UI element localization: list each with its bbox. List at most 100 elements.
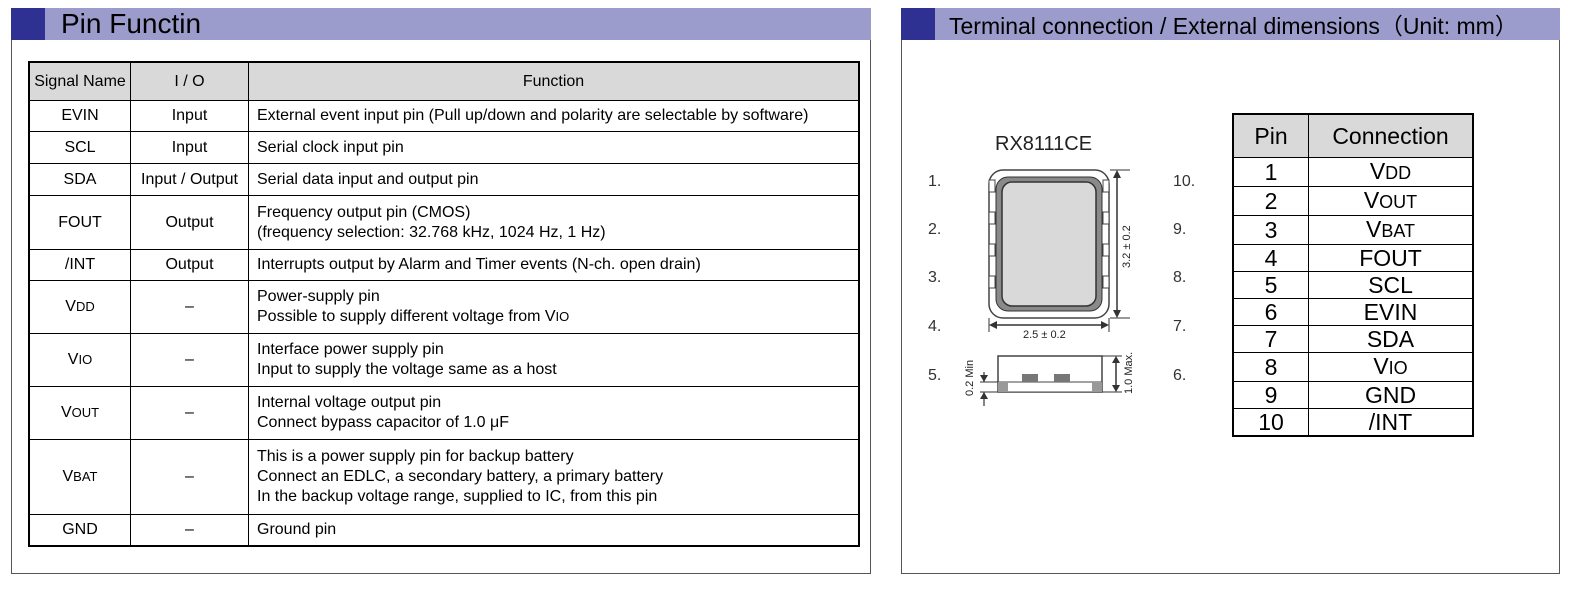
terminal-connection-panel (901, 40, 1560, 574)
table-row: GND–Ground pin (28, 514, 860, 546)
connection-cell: VOUT (1308, 186, 1474, 216)
pin-number-cell: 2 (1232, 186, 1309, 216)
pin-number-cell: 1 (1232, 157, 1309, 187)
connection-cell: VBAT (1308, 215, 1474, 245)
function-line: Serial data input and output pin (257, 170, 479, 188)
function-cell: External event input pin (Pull up/down a… (248, 100, 860, 132)
right-pin-number: 7. (1173, 318, 1187, 335)
width-dimension: 2.5 ± 0.2 (1023, 329, 1066, 341)
connection-cell: SCL (1308, 271, 1474, 299)
header-accent (11, 8, 45, 40)
connection-cell: FOUT (1308, 244, 1474, 272)
connection-cell: VDD (1308, 157, 1474, 187)
connection-cell: VIO (1308, 352, 1474, 382)
function-line: Input to supply the voltage same as a ho… (257, 361, 557, 378)
column-header: I / O (130, 61, 249, 101)
header-accent (901, 8, 935, 40)
function-line: Possible to supply different voltage fro… (257, 308, 570, 325)
io-cell: Output (130, 195, 249, 250)
function-line: (frequency selection: 32.768 kHz, 1024 H… (257, 223, 606, 241)
pin-number-cell: 4 (1232, 244, 1309, 272)
pin-number-cell: 9 (1232, 381, 1309, 409)
column-header: Connection (1308, 113, 1474, 158)
function-line: This is a power supply pin for backup ba… (257, 448, 574, 465)
io-cell: Input / Output (130, 163, 249, 196)
io-cell: – (130, 280, 249, 334)
function-line: Interface power supply pin (257, 341, 444, 358)
left-pin-number: 3. (928, 269, 942, 286)
io-cell: Input (130, 100, 249, 132)
connection-cell: EVIN (1308, 298, 1474, 326)
signal-name-cell: VDD (28, 280, 131, 334)
signal-name-cell: VOUT (28, 386, 131, 440)
pin-number-cell: 6 (1232, 298, 1309, 326)
pin-function-panel (11, 40, 871, 574)
function-cell: Ground pin (248, 514, 860, 546)
function-line: Power-supply pin (257, 288, 380, 305)
signal-name-cell: EVIN (28, 100, 131, 132)
io-cell: Input (130, 131, 249, 164)
terminal-connection-header: Terminal connection / External dimension… (901, 8, 1560, 40)
io-cell: Output (130, 249, 249, 281)
thickness-dimension: 1.0 Max. (1123, 351, 1135, 394)
table-header-row: Signal Name I / O Function (28, 61, 860, 101)
function-line: Internal voltage output pin (257, 394, 442, 411)
right-pin-number: 6. (1173, 367, 1187, 384)
signal-name-cell: GND (28, 514, 131, 546)
function-cell: Serial data input and output pin (248, 163, 860, 196)
pin-number-cell: 7 (1232, 325, 1309, 353)
package-drawing (980, 169, 1130, 406)
signal-name-cell: FOUT (28, 195, 131, 250)
pin-number-cell: 3 (1232, 215, 1309, 245)
signal-name-cell: /INT (28, 249, 131, 281)
package-lid (1001, 181, 1097, 307)
table-row: VBAT–This is a power supply pin for back… (28, 439, 860, 515)
column-header: Signal Name (28, 61, 131, 101)
section-title: Pin Functin (61, 8, 202, 39)
signal-name-cell: SDA (28, 163, 131, 196)
right-pin-number: 8. (1173, 269, 1187, 286)
pin-function-header: Pin Functin (11, 8, 871, 40)
function-cell: Serial clock input pin (248, 131, 860, 164)
function-line: Ground pin (257, 520, 337, 538)
connection-cell: SDA (1308, 325, 1474, 353)
function-cell: Frequency output pin (CMOS)(frequency se… (248, 195, 860, 250)
column-header: Pin (1232, 113, 1309, 158)
signal-name-cell: VBAT (28, 439, 131, 515)
column-header: Function (248, 61, 860, 101)
function-line: External event input pin (Pull up/down a… (257, 107, 809, 124)
left-pin-number: 2. (928, 221, 942, 238)
section-title: Terminal connection / External dimension… (949, 13, 1518, 39)
left-pin-number: 1. (928, 173, 942, 190)
table-header-row: Pin Connection (1232, 113, 1474, 158)
function-line: Connect an EDLC, a secondary battery, a … (257, 468, 664, 485)
io-cell: – (130, 386, 249, 440)
io-cell: – (130, 333, 249, 387)
pin-number-cell: 10 (1232, 408, 1309, 437)
function-line: In the backup voltage range, supplied to… (257, 488, 658, 505)
standoff-dimension: 0.2 Min (964, 359, 976, 396)
function-cell: This is a power supply pin for backup ba… (248, 439, 860, 515)
left-pin-number: 5. (928, 367, 942, 384)
left-pin-number: 4. (928, 318, 942, 335)
pin-number-cell: 5 (1232, 271, 1309, 299)
